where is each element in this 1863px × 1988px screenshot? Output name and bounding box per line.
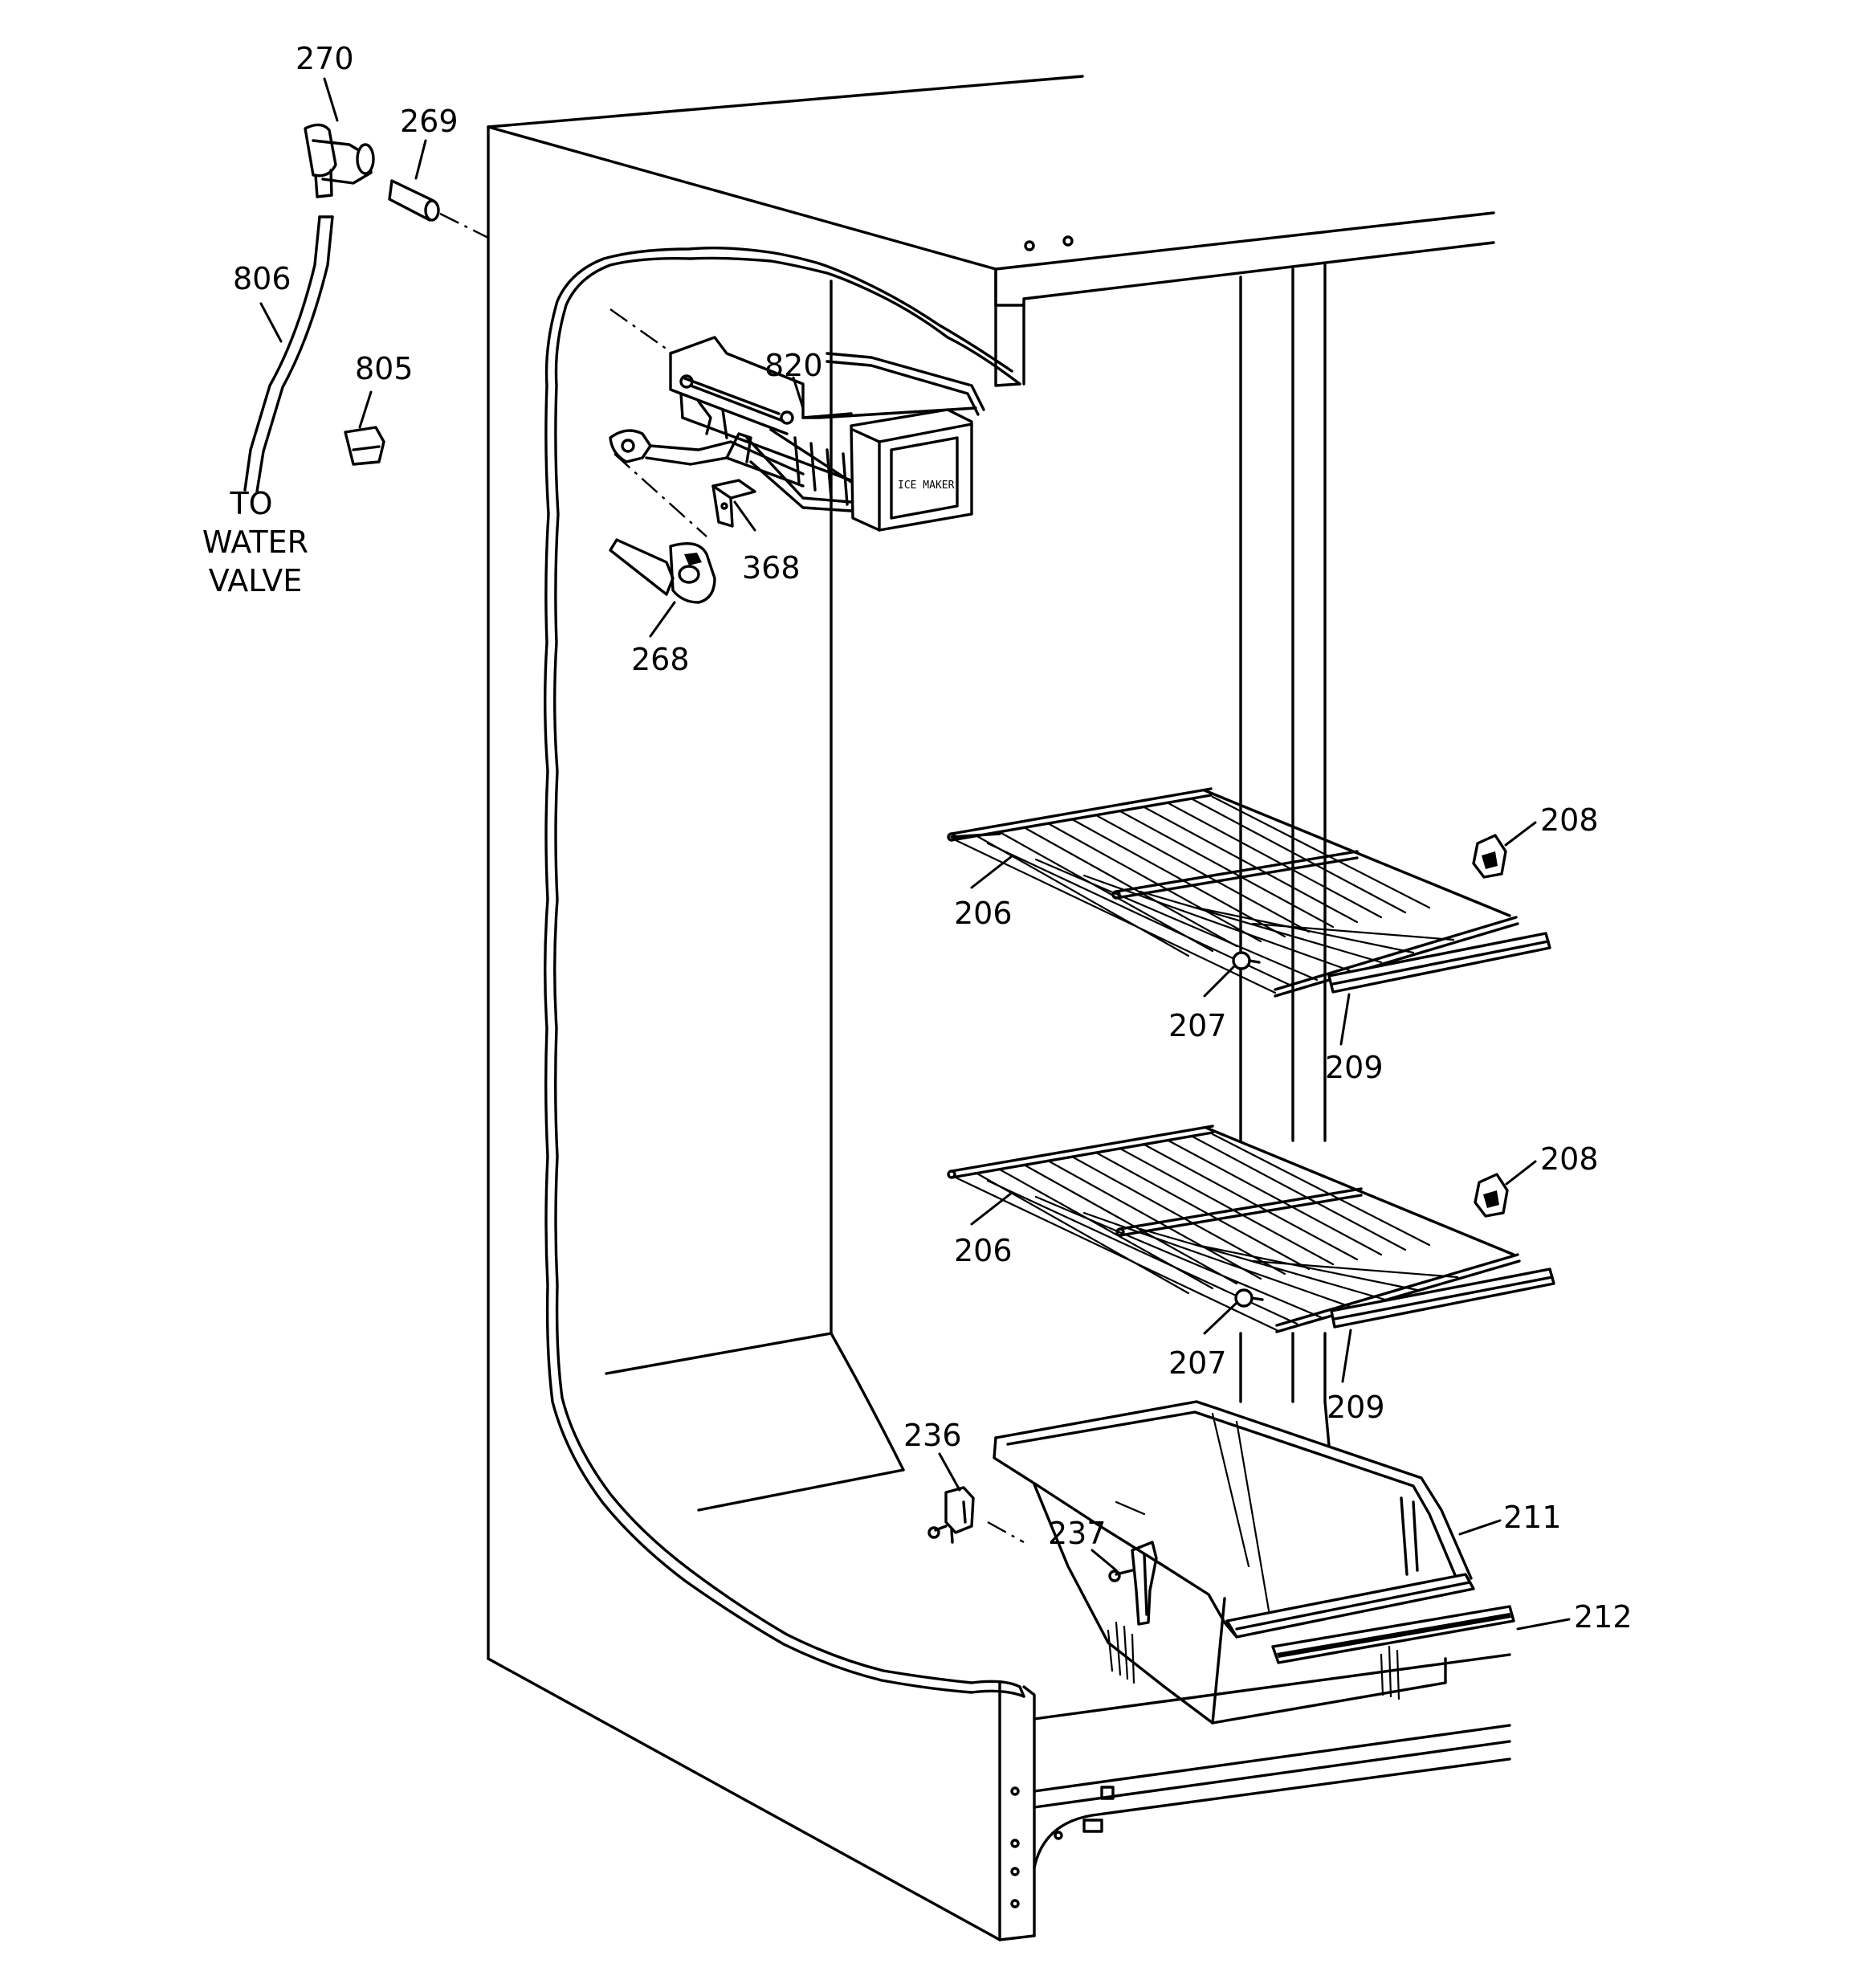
label-269: 269 [400,104,459,139]
note-line-3: VALVE [209,563,303,598]
pan-handle-212 [1271,1605,1515,1664]
label-207-upper: 207 [1168,1008,1227,1043]
note-line-1: TO [229,486,272,521]
assembly-line-820 [609,308,674,354]
leader-lines [259,77,1571,1631]
water-valve-elbow-fitting [304,123,375,198]
label-208-lower: 208 [1540,1141,1599,1177]
label-211: 211 [1503,1500,1562,1535]
label-270: 270 [296,41,354,76]
label-806: 806 [233,261,291,296]
bracket-368 [711,479,756,528]
label-820: 820 [764,348,823,383]
sensor-268 [609,538,716,604]
label-212: 212 [1574,1599,1633,1635]
label-236: 236 [903,1418,962,1453]
part-labels: 270 269 806 805 820 368 268 208 206 207 … [233,41,1633,1635]
water-valve-note: TO WATER VALVE [202,486,308,598]
label-208-upper: 208 [1540,802,1599,838]
assembly-line-268 [614,453,707,537]
note-line-2: WATER [202,525,308,560]
shelf-lower-206 [947,1125,1521,1333]
label-237: 237 [1048,1516,1107,1551]
tube-clip-805 [344,426,385,466]
shelf-support-207-lower [1234,1288,1264,1308]
shelf-upper-206 [947,787,1519,998]
refrigerator-cabinet [487,75,1511,1941]
label-209-lower: 209 [1327,1390,1385,1425]
label-206-lower: 206 [954,1233,1013,1268]
label-268: 268 [631,642,690,677]
assembly-line-236 [987,1521,1025,1544]
cabinet-cutaway-edge [544,246,1025,1698]
drawer-pan-211 [993,1400,1475,1725]
label-206-upper: 206 [954,896,1013,931]
assembly-line-269 [439,212,489,239]
label-209-upper: 209 [1325,1050,1384,1085]
pan-support-236 [927,1486,975,1544]
ice-maker-face-text: ICE MAKER [898,480,955,492]
label-207-lower: 207 [1168,1345,1227,1381]
shelf-support-207-upper [1232,951,1261,970]
label-368: 368 [742,550,801,586]
shelf-bracket-208-upper [1472,834,1507,879]
shelf-bracket-208-lower [1474,1173,1509,1218]
water-tube-806 [243,215,334,493]
shelf-trim-209-lower [1330,1268,1555,1329]
tube-insert-269 [388,179,440,222]
ice-maker-assembly: ICE MAKER [609,336,985,532]
shelf-trim-209-upper [1327,932,1551,994]
pan-guide-237 [1108,1541,1158,1626]
label-805: 805 [355,351,414,386]
